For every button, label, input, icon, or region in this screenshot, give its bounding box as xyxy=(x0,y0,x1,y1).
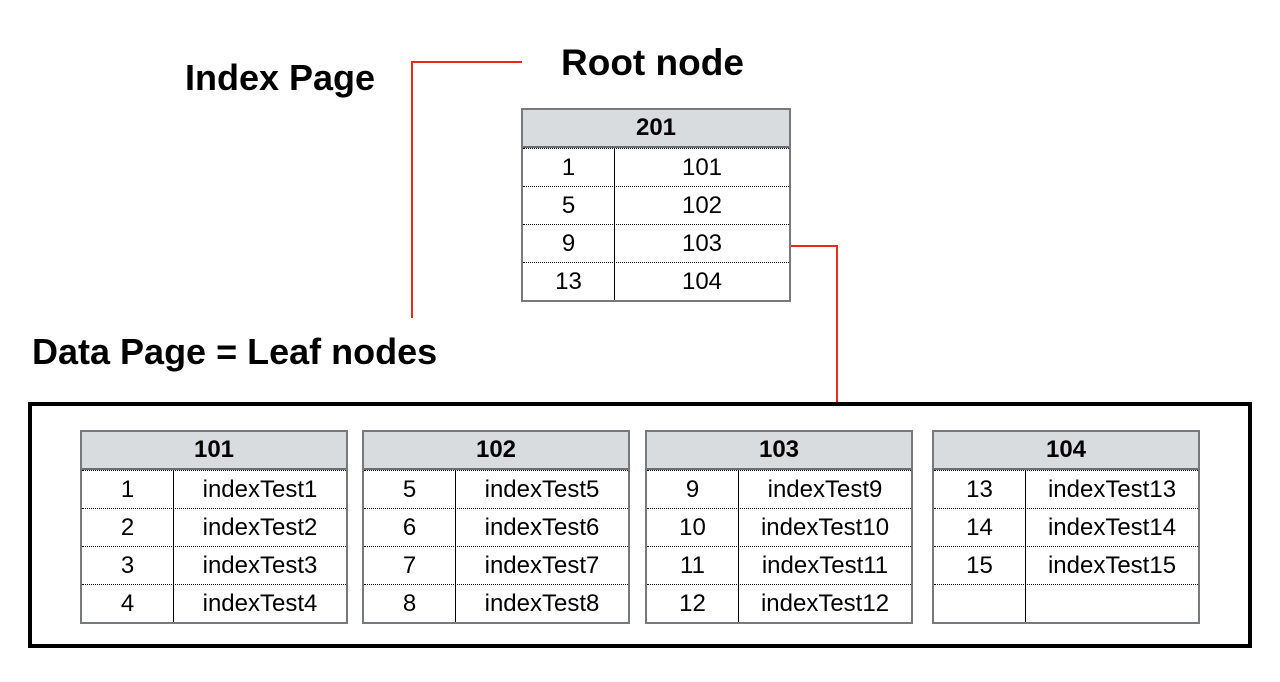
row-value: indexTest10 xyxy=(760,514,890,541)
row-key: 2 xyxy=(82,509,174,546)
table-row: 8 indexTest8 xyxy=(364,584,628,622)
row-key: 5 xyxy=(523,187,615,224)
connector-rootnode-to-datapage xyxy=(411,61,522,318)
table-row: 9 103 xyxy=(523,224,789,262)
table-row: 1 indexTest1 xyxy=(82,470,346,508)
row-key: 12 xyxy=(647,585,739,622)
row-value: indexTest11 xyxy=(761,552,889,579)
root-node-label: Root node xyxy=(561,42,744,83)
row-key: 13 xyxy=(934,471,1026,508)
table-row: 5 102 xyxy=(523,186,789,224)
row-key: 8 xyxy=(364,585,456,622)
table-row: 7 indexTest7 xyxy=(364,546,628,584)
table-row: 15 indexTest15 xyxy=(934,546,1198,584)
root-table-title: 201 xyxy=(523,110,789,148)
connector-root103-to-leaf103 xyxy=(791,245,838,421)
row-key: 15 xyxy=(934,547,1026,584)
row-key: 13 xyxy=(523,263,615,300)
table-row: 12 indexTest12 xyxy=(647,584,911,622)
row-key: 9 xyxy=(647,471,739,508)
row-value: indexTest6 xyxy=(484,514,600,541)
row-key xyxy=(934,585,1026,622)
row-key: 4 xyxy=(82,585,174,622)
table-row: 13 104 xyxy=(523,262,789,300)
row-key: 3 xyxy=(82,547,174,584)
leaf-table-103: 103 9 indexTest9 10 indexTest10 11 index… xyxy=(645,430,913,624)
leaf-table-title: 103 xyxy=(647,432,911,470)
table-row: 3 indexTest3 xyxy=(82,546,346,584)
row-key: 9 xyxy=(523,225,615,262)
table-row: 2 indexTest2 xyxy=(82,508,346,546)
table-row: 11 indexTest11 xyxy=(647,546,911,584)
row-value: indexTest14 xyxy=(1047,514,1177,541)
row-key: 1 xyxy=(523,149,615,186)
row-value: indexTest13 xyxy=(1047,476,1177,503)
row-value: indexTest8 xyxy=(484,590,600,617)
row-value: 102 xyxy=(681,192,723,219)
row-value: 104 xyxy=(681,268,723,295)
table-row: 5 indexTest5 xyxy=(364,470,628,508)
table-row: 10 indexTest10 xyxy=(647,508,911,546)
row-value: indexTest1 xyxy=(202,476,318,503)
table-row: 9 indexTest9 xyxy=(647,470,911,508)
row-value: 103 xyxy=(681,230,723,257)
row-value: indexTest15 xyxy=(1047,552,1177,579)
row-key: 1 xyxy=(82,471,174,508)
row-key: 7 xyxy=(364,547,456,584)
leaf-table-102: 102 5 indexTest5 6 indexTest6 7 indexTes… xyxy=(362,430,630,624)
row-value: 101 xyxy=(681,154,723,181)
row-key: 11 xyxy=(647,547,739,584)
table-row: 4 indexTest4 xyxy=(82,584,346,622)
row-value: indexTest5 xyxy=(484,476,600,503)
leaf-table-title: 104 xyxy=(934,432,1198,470)
leaf-table-101: 101 1 indexTest1 2 indexTest2 3 indexTes… xyxy=(80,430,348,624)
row-key: 5 xyxy=(364,471,456,508)
data-page-label: Data Page = Leaf nodes xyxy=(32,331,438,372)
row-value xyxy=(1026,585,1198,622)
table-row: 1 101 xyxy=(523,148,789,186)
leaf-table-title: 102 xyxy=(364,432,628,470)
row-key: 10 xyxy=(647,509,739,546)
leaf-table-104: 104 13 indexTest13 14 indexTest14 15 ind… xyxy=(932,430,1200,624)
table-row xyxy=(934,584,1198,622)
table-row: 6 indexTest6 xyxy=(364,508,628,546)
row-key: 14 xyxy=(934,509,1026,546)
root-node-table: 201 1 101 5 102 9 103 13 104 xyxy=(521,108,791,302)
table-row: 13 indexTest13 xyxy=(934,470,1198,508)
row-key: 6 xyxy=(364,509,456,546)
row-value: indexTest2 xyxy=(202,514,318,541)
row-value: indexTest4 xyxy=(202,590,318,617)
row-value: indexTest12 xyxy=(760,590,890,617)
row-value: indexTest9 xyxy=(767,476,883,503)
table-row: 14 indexTest14 xyxy=(934,508,1198,546)
index-page-label: Index Page xyxy=(185,57,376,98)
row-value: indexTest7 xyxy=(484,552,600,579)
leaf-table-title: 101 xyxy=(82,432,346,470)
row-value: indexTest3 xyxy=(202,552,318,579)
